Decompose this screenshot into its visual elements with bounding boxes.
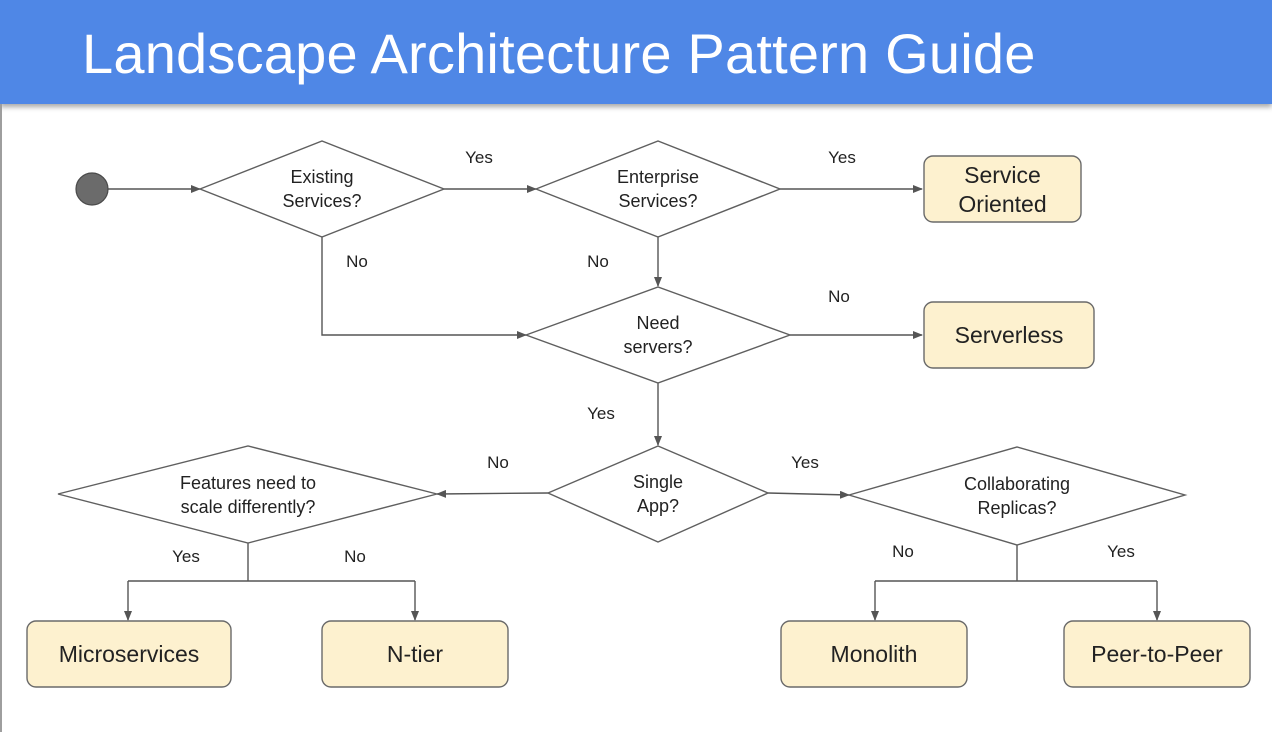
edge-replicas-split	[875, 545, 1157, 582]
decision-label-line: servers?	[623, 337, 692, 357]
decision-label-line: Existing	[290, 167, 353, 187]
edge-existing-no	[321, 237, 527, 339]
start-node	[75, 172, 109, 206]
outcome-serverless: Serverless	[923, 301, 1095, 369]
edge-label-need-servers-no: No	[828, 287, 850, 306]
decision-label-line: Services?	[282, 191, 361, 211]
outcome-monolith: Monolith	[780, 620, 968, 688]
page-title: Landscape Architecture Pattern Guide	[82, 22, 1036, 85]
outcome-microservices: Microservices	[26, 620, 232, 688]
slide-edge	[0, 104, 2, 732]
decision-label-line: App?	[637, 496, 679, 516]
edge-single-app-no	[436, 489, 549, 498]
edge-label-enterprise-yes: Yes	[828, 148, 856, 167]
outcome-label-line: Oriented	[958, 191, 1046, 217]
decision-enterprise-services: Enterprise Services?	[534, 140, 782, 238]
edge-label-existing-no: No	[346, 252, 368, 271]
decision-label-line: Need	[636, 313, 679, 333]
edge-features-split	[128, 543, 415, 582]
decision-label-line: Features need to	[180, 473, 316, 493]
outcome-n-tier: N-tier	[321, 620, 509, 688]
outcome-label: Monolith	[831, 641, 918, 667]
outcome-label: Serverless	[955, 322, 1064, 348]
outcome-label: Microservices	[59, 641, 200, 667]
decision-collaborating-replicas: Collaborating Replicas?	[846, 446, 1188, 546]
edge-label-enterprise-no: No	[587, 252, 609, 271]
title-banner: Landscape Architecture Pattern Guide	[0, 0, 1272, 104]
edge-labels: Yes Yes No No No Yes No Yes Yes No No Ye…	[172, 148, 1135, 566]
decision-label-line: Enterprise	[617, 167, 699, 187]
edges	[108, 185, 1161, 621]
edge-label-single-app-yes: Yes	[791, 453, 819, 472]
edge-single-app-yes	[767, 490, 850, 499]
edge-label-features-no: No	[344, 547, 366, 566]
decision-existing-services: Existing Services?	[198, 140, 446, 238]
edge-label-single-app-no: No	[487, 453, 509, 472]
outcome-label: N-tier	[387, 641, 444, 667]
outcome-label: Peer-to-Peer	[1091, 641, 1223, 667]
decision-label-line: Replicas?	[977, 498, 1056, 518]
edge-label-existing-yes: Yes	[465, 148, 493, 167]
decision-label-line: Collaborating	[964, 474, 1070, 494]
edge-label-replicas-no: No	[892, 542, 914, 561]
outcome-service-oriented: Service Oriented	[923, 155, 1082, 223]
edge-label-replicas-yes: Yes	[1107, 542, 1135, 561]
outcome-peer-to-peer: Peer-to-Peer	[1063, 620, 1251, 688]
decision-label-line: scale differently?	[181, 497, 316, 517]
outcome-label-line: Service	[964, 162, 1041, 188]
edge-label-features-yes: Yes	[172, 547, 200, 566]
decision-features-scale: Features need to scale differently?	[57, 445, 438, 544]
decision-label-line: Single	[633, 472, 683, 492]
decision-label-line: Services?	[618, 191, 697, 211]
decision-single-app: Single App?	[546, 445, 770, 543]
edge-label-need-servers-yes: Yes	[587, 404, 615, 423]
decision-need-servers: Need servers?	[523, 286, 793, 384]
